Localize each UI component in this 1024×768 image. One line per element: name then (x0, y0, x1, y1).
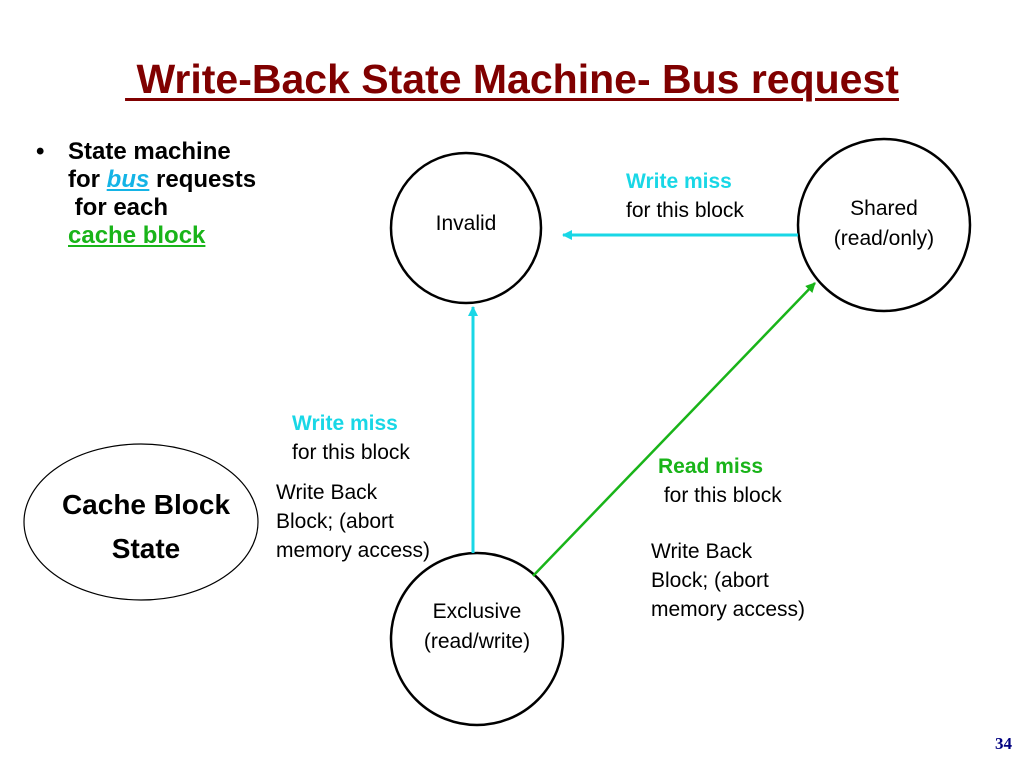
bullet-line-4: cache block (68, 222, 328, 250)
legend-label: Cache Block State (26, 483, 266, 571)
state-invalid-circle (389, 151, 543, 305)
state-invalid-label: Invalid (435, 212, 497, 235)
page-number: 34 (995, 734, 1012, 753)
write-back-action-1-line-3: memory access) (276, 539, 431, 562)
bullet-requests: requests (149, 166, 257, 193)
write-back-action-2-line-3: memory access) (651, 598, 806, 621)
state-shared-line-1: Shared (850, 197, 918, 220)
legend-ellipse (23, 443, 259, 601)
transition-exclusive-to-shared-action: Write Back Block; (abort memory access) (651, 537, 805, 624)
transition-exclusive-to-shared-label: Read miss for this block (658, 452, 782, 510)
write-back-action-1-line-1: Write Back (276, 481, 378, 504)
legend-line-2: State (111, 533, 181, 564)
state-shared-circle (796, 137, 972, 313)
bus-emphasis: bus (106, 166, 150, 193)
transition-exclusive-to-invalid-action: Write Back Block; (abort memory access) (276, 478, 430, 565)
bullet-line-3: for each (68, 194, 169, 221)
bullet-for-word: for (68, 166, 107, 193)
read-miss-arrow-exclusive-to-shared (532, 282, 816, 577)
write-miss-detail-1: for this block (626, 199, 744, 222)
bullet-text: State machine for bus requests for each … (68, 138, 328, 250)
bullet-line-1: State machine (68, 138, 231, 165)
state-shared-line-2: (read/only) (833, 227, 935, 250)
read-miss-event: Read miss (658, 455, 764, 478)
state-exclusive-circle (389, 551, 565, 727)
write-back-action-2-line-1: Write Back (651, 540, 753, 563)
read-miss-detail: for this block (658, 484, 782, 507)
state-exclusive-line-2: (read/write) (423, 630, 531, 653)
state-shared-label: Shared (read/only) (804, 194, 964, 254)
cache-block-emphasis: cache block (68, 222, 206, 249)
transition-exclusive-to-invalid-label: Write miss for this block (292, 409, 410, 467)
bullet-line-2: for bus requests (68, 166, 328, 194)
write-back-action-1-line-2: Block; (abort (276, 510, 394, 533)
bullet-marker: • (36, 138, 45, 165)
legend-line-1: Cache Block (61, 489, 231, 520)
slide-title: Write-Back State Machine- Bus request (125, 56, 899, 102)
write-back-action-2-line-2: Block; (abort (651, 569, 769, 592)
write-miss-event-1: Write miss (626, 170, 732, 193)
state-exclusive-label: Exclusive (read/write) (397, 597, 557, 657)
state-exclusive-line-1: Exclusive (432, 600, 522, 623)
write-miss-detail-2: for this block (292, 441, 410, 464)
write-miss-event-2: Write miss (292, 412, 398, 435)
transition-shared-to-invalid-label: Write miss for this block (626, 167, 744, 225)
